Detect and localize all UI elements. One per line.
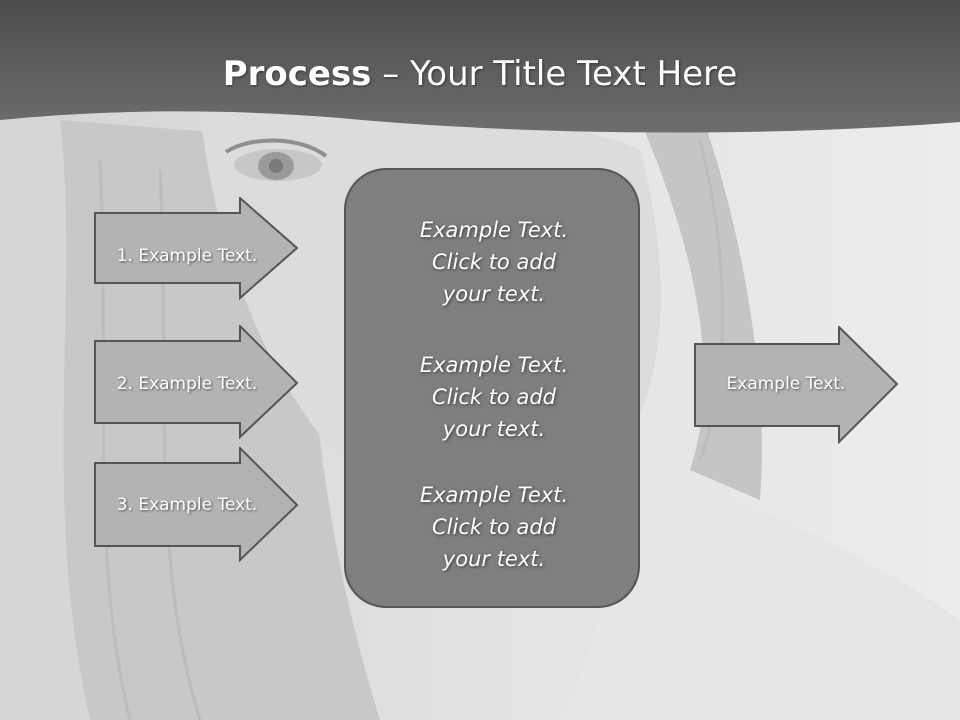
header-band bbox=[0, 0, 960, 133]
input-arrow-3-label: 3. Example Text. bbox=[116, 495, 258, 515]
center-paragraph-3-line-1: Example Text. bbox=[419, 483, 569, 507]
input-arrow-3 bbox=[94, 447, 299, 563]
center-paragraph-1-line-1: Example Text. bbox=[419, 218, 569, 242]
center-paragraph-1: Example Text. Click to add your text. bbox=[346, 214, 642, 310]
title-bold: Process bbox=[222, 54, 372, 94]
center-paragraph-2-line-3: your text. bbox=[442, 417, 546, 441]
input-arrow-1-label: 1. Example Text. bbox=[116, 246, 258, 266]
center-paragraph-2: Example Text. Click to add your text. bbox=[346, 349, 642, 445]
center-paragraph-3-line-2: Click to add bbox=[431, 515, 556, 539]
center-paragraph-3: Example Text. Click to add your text. bbox=[346, 479, 642, 575]
center-paragraph-2-line-2: Click to add bbox=[431, 385, 556, 409]
input-arrow-2-label: 2. Example Text. bbox=[116, 374, 258, 394]
center-paragraph-3-line-3: your text. bbox=[442, 547, 546, 571]
title-rest: – Your Title Text Here bbox=[371, 54, 738, 94]
output-arrow-label: Example Text. bbox=[726, 374, 846, 394]
center-paragraph-2-line-1: Example Text. bbox=[419, 353, 569, 377]
center-process-box: Example Text. Click to add your text. Ex… bbox=[344, 168, 640, 608]
input-arrow-2 bbox=[94, 325, 299, 440]
output-arrow bbox=[694, 326, 899, 445]
center-paragraph-1-line-3: your text. bbox=[442, 282, 546, 306]
slide-title: Process – Your Title Text Here bbox=[0, 52, 960, 96]
center-paragraph-1-line-2: Click to add bbox=[431, 250, 556, 274]
input-arrow-1 bbox=[94, 197, 299, 300]
